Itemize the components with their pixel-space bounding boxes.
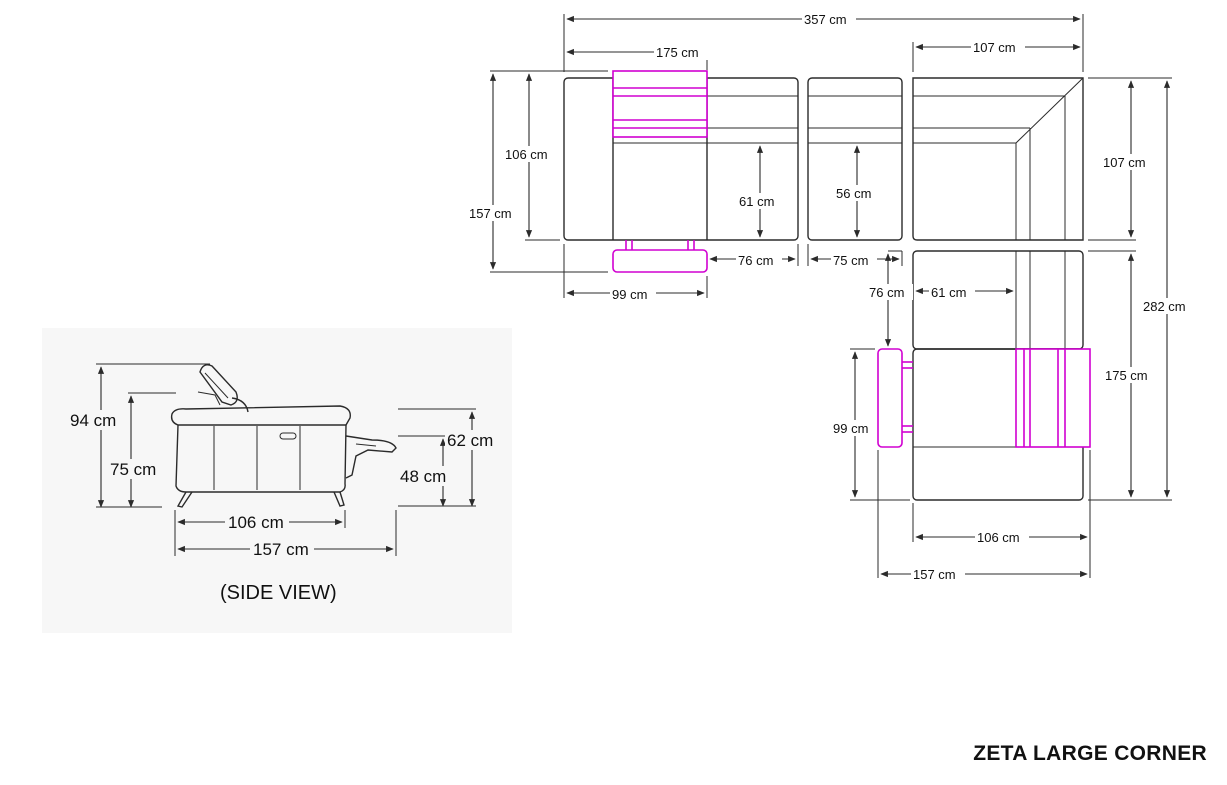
plan-width-total: 357 cm [804,12,847,27]
plan-footrest-depth-right: 99 cm [833,421,868,436]
plan-view: 357 cm 175 cm 107 cm 106 cm 157 cm 61 cm… [467,11,1195,582]
plan-corner-section [912,77,1084,241]
side-depth-open: 157 cm [253,540,309,559]
plan-depth-open-right: 157 cm [913,567,956,582]
plan-footrest-width: 99 cm [612,287,647,302]
plan-depth-closed-left: 106 cm [505,147,548,162]
plan-depth-closed-right: 106 cm [977,530,1020,545]
plan-left-section [563,70,799,273]
plan-depth-open-left: 157 cm [469,206,512,221]
plan-width-left: 175 cm [656,45,699,60]
plan-seat-depth-middle: 56 cm [836,186,871,201]
side-height-total: 94 cm [70,411,116,430]
side-height-recline: 62 cm [447,431,493,450]
plan-right-section [877,250,1091,501]
plan-seat-depth-left: 61 cm [739,194,774,209]
side-height-back: 75 cm [110,460,156,479]
plan-middle-section [807,77,903,241]
plan-length-total-right: 282 cm [1143,299,1186,314]
plan-width-corner: 107 cm [973,40,1016,55]
side-view-caption: (SIDE VIEW) [220,582,337,604]
plan-seat-width-76-top: 76 cm [738,253,773,268]
side-height-seat: 48 cm [400,467,446,486]
product-title: ZETA LARGE CORNER [973,742,1207,765]
side-view: 94 cm 75 cm 62 cm 48 cm 106 cm 157 cm (S… [42,328,512,633]
side-depth-closed: 106 cm [228,513,284,532]
plan-seat-width-76-right: 76 cm [869,285,904,300]
side-view-sofa [170,364,397,508]
plan-width-right: 175 cm [1105,368,1148,383]
plan-depth-corner: 107 cm [1103,155,1146,170]
plan-seat-depth-right: 61 cm [931,285,966,300]
plan-seat-width-75: 75 cm [833,253,868,268]
